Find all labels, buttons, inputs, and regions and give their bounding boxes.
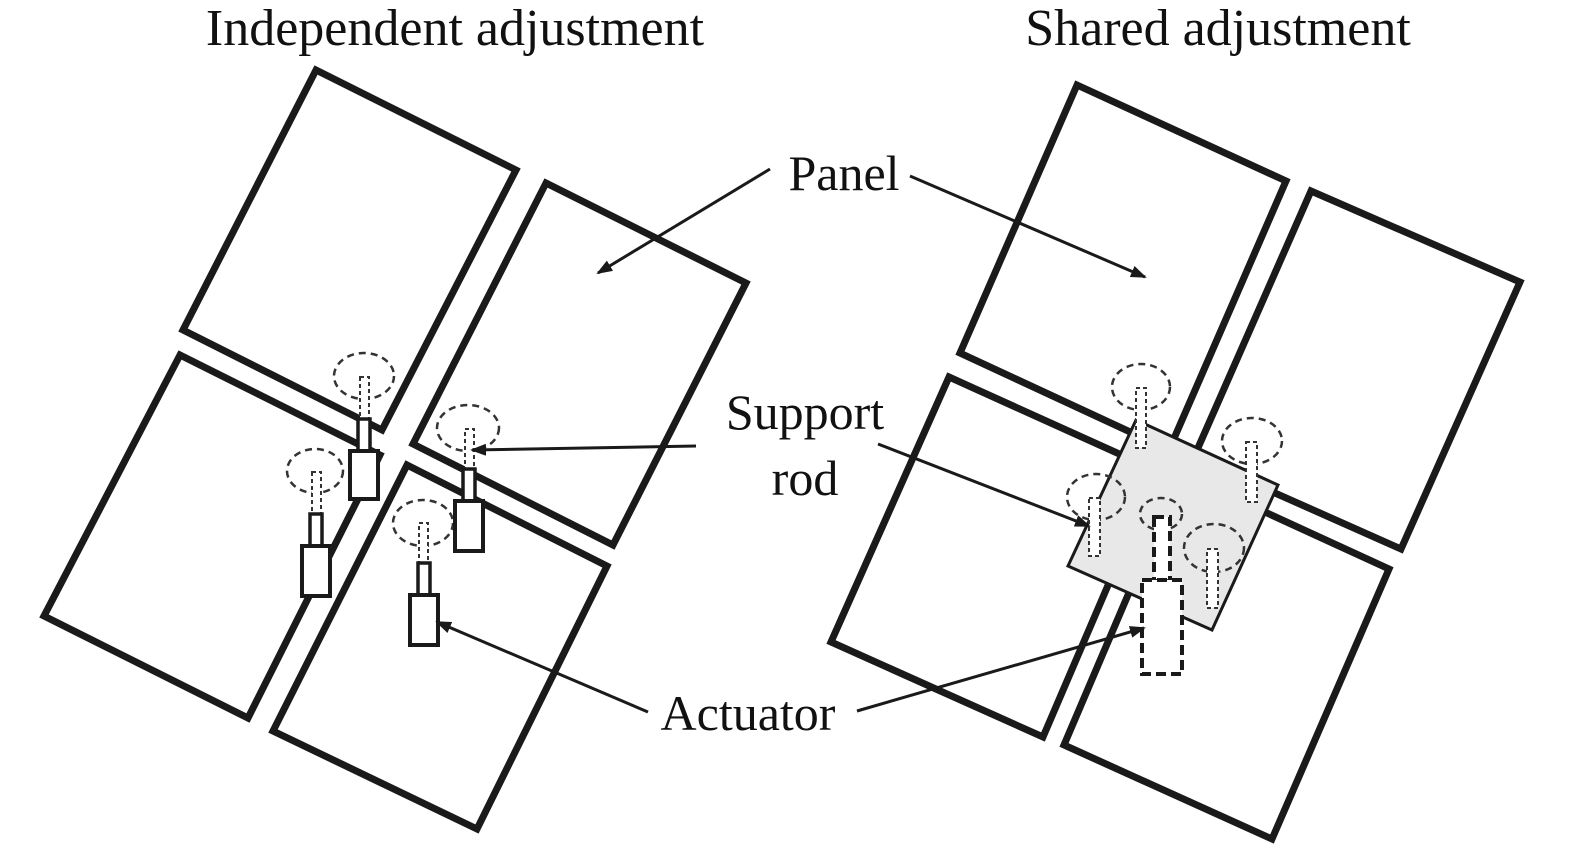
- title-shared-adjustment: Shared adjustment: [1025, 0, 1411, 57]
- shared-support-rod-3: [1065, 472, 1127, 557]
- panel-top-right-shared: [1189, 186, 1525, 554]
- arrow-actuator-right: [856, 626, 1146, 713]
- shared-actuator: [1138, 496, 1184, 676]
- arrow-panel-right: [909, 174, 1147, 279]
- shared-support-rod-4: [1182, 522, 1246, 609]
- panel-top-left: [178, 65, 521, 435]
- independent-adjustment-group: [39, 65, 751, 834]
- panel-bottom-left-shared: [826, 372, 1162, 742]
- actuator-3: [453, 467, 485, 553]
- panel-bottom-left: [39, 350, 385, 723]
- shared-support-rod-2: [1220, 416, 1284, 503]
- arrow-support-rod-right: [877, 442, 1091, 528]
- shared-support-rod-1: [1110, 362, 1172, 449]
- actuator-4: [408, 561, 440, 647]
- title-independent-adjustment: Independent adjustment: [206, 0, 705, 57]
- arrow-actuator-left: [435, 620, 649, 714]
- arrow-panel-left: [596, 167, 771, 275]
- callout-support-rod-line2: rod: [772, 450, 839, 506]
- panel-bottom-right-shared: [1059, 468, 1394, 844]
- panel-top-right: [408, 178, 751, 550]
- arrow-support-rod-left: [470, 443, 697, 456]
- actuator-2: [300, 512, 332, 598]
- support-rod-4: [391, 498, 455, 564]
- shared-adjustment-group: [826, 80, 1525, 844]
- panel-bottom-right: [268, 460, 612, 834]
- callout-actuator: Actuator: [661, 685, 836, 741]
- support-rod-1: [332, 351, 396, 420]
- callout-support-rod-line1: Support: [726, 384, 884, 440]
- actuator-1: [348, 417, 380, 501]
- callout-panel: Panel: [788, 145, 899, 201]
- support-rod-2: [285, 447, 345, 515]
